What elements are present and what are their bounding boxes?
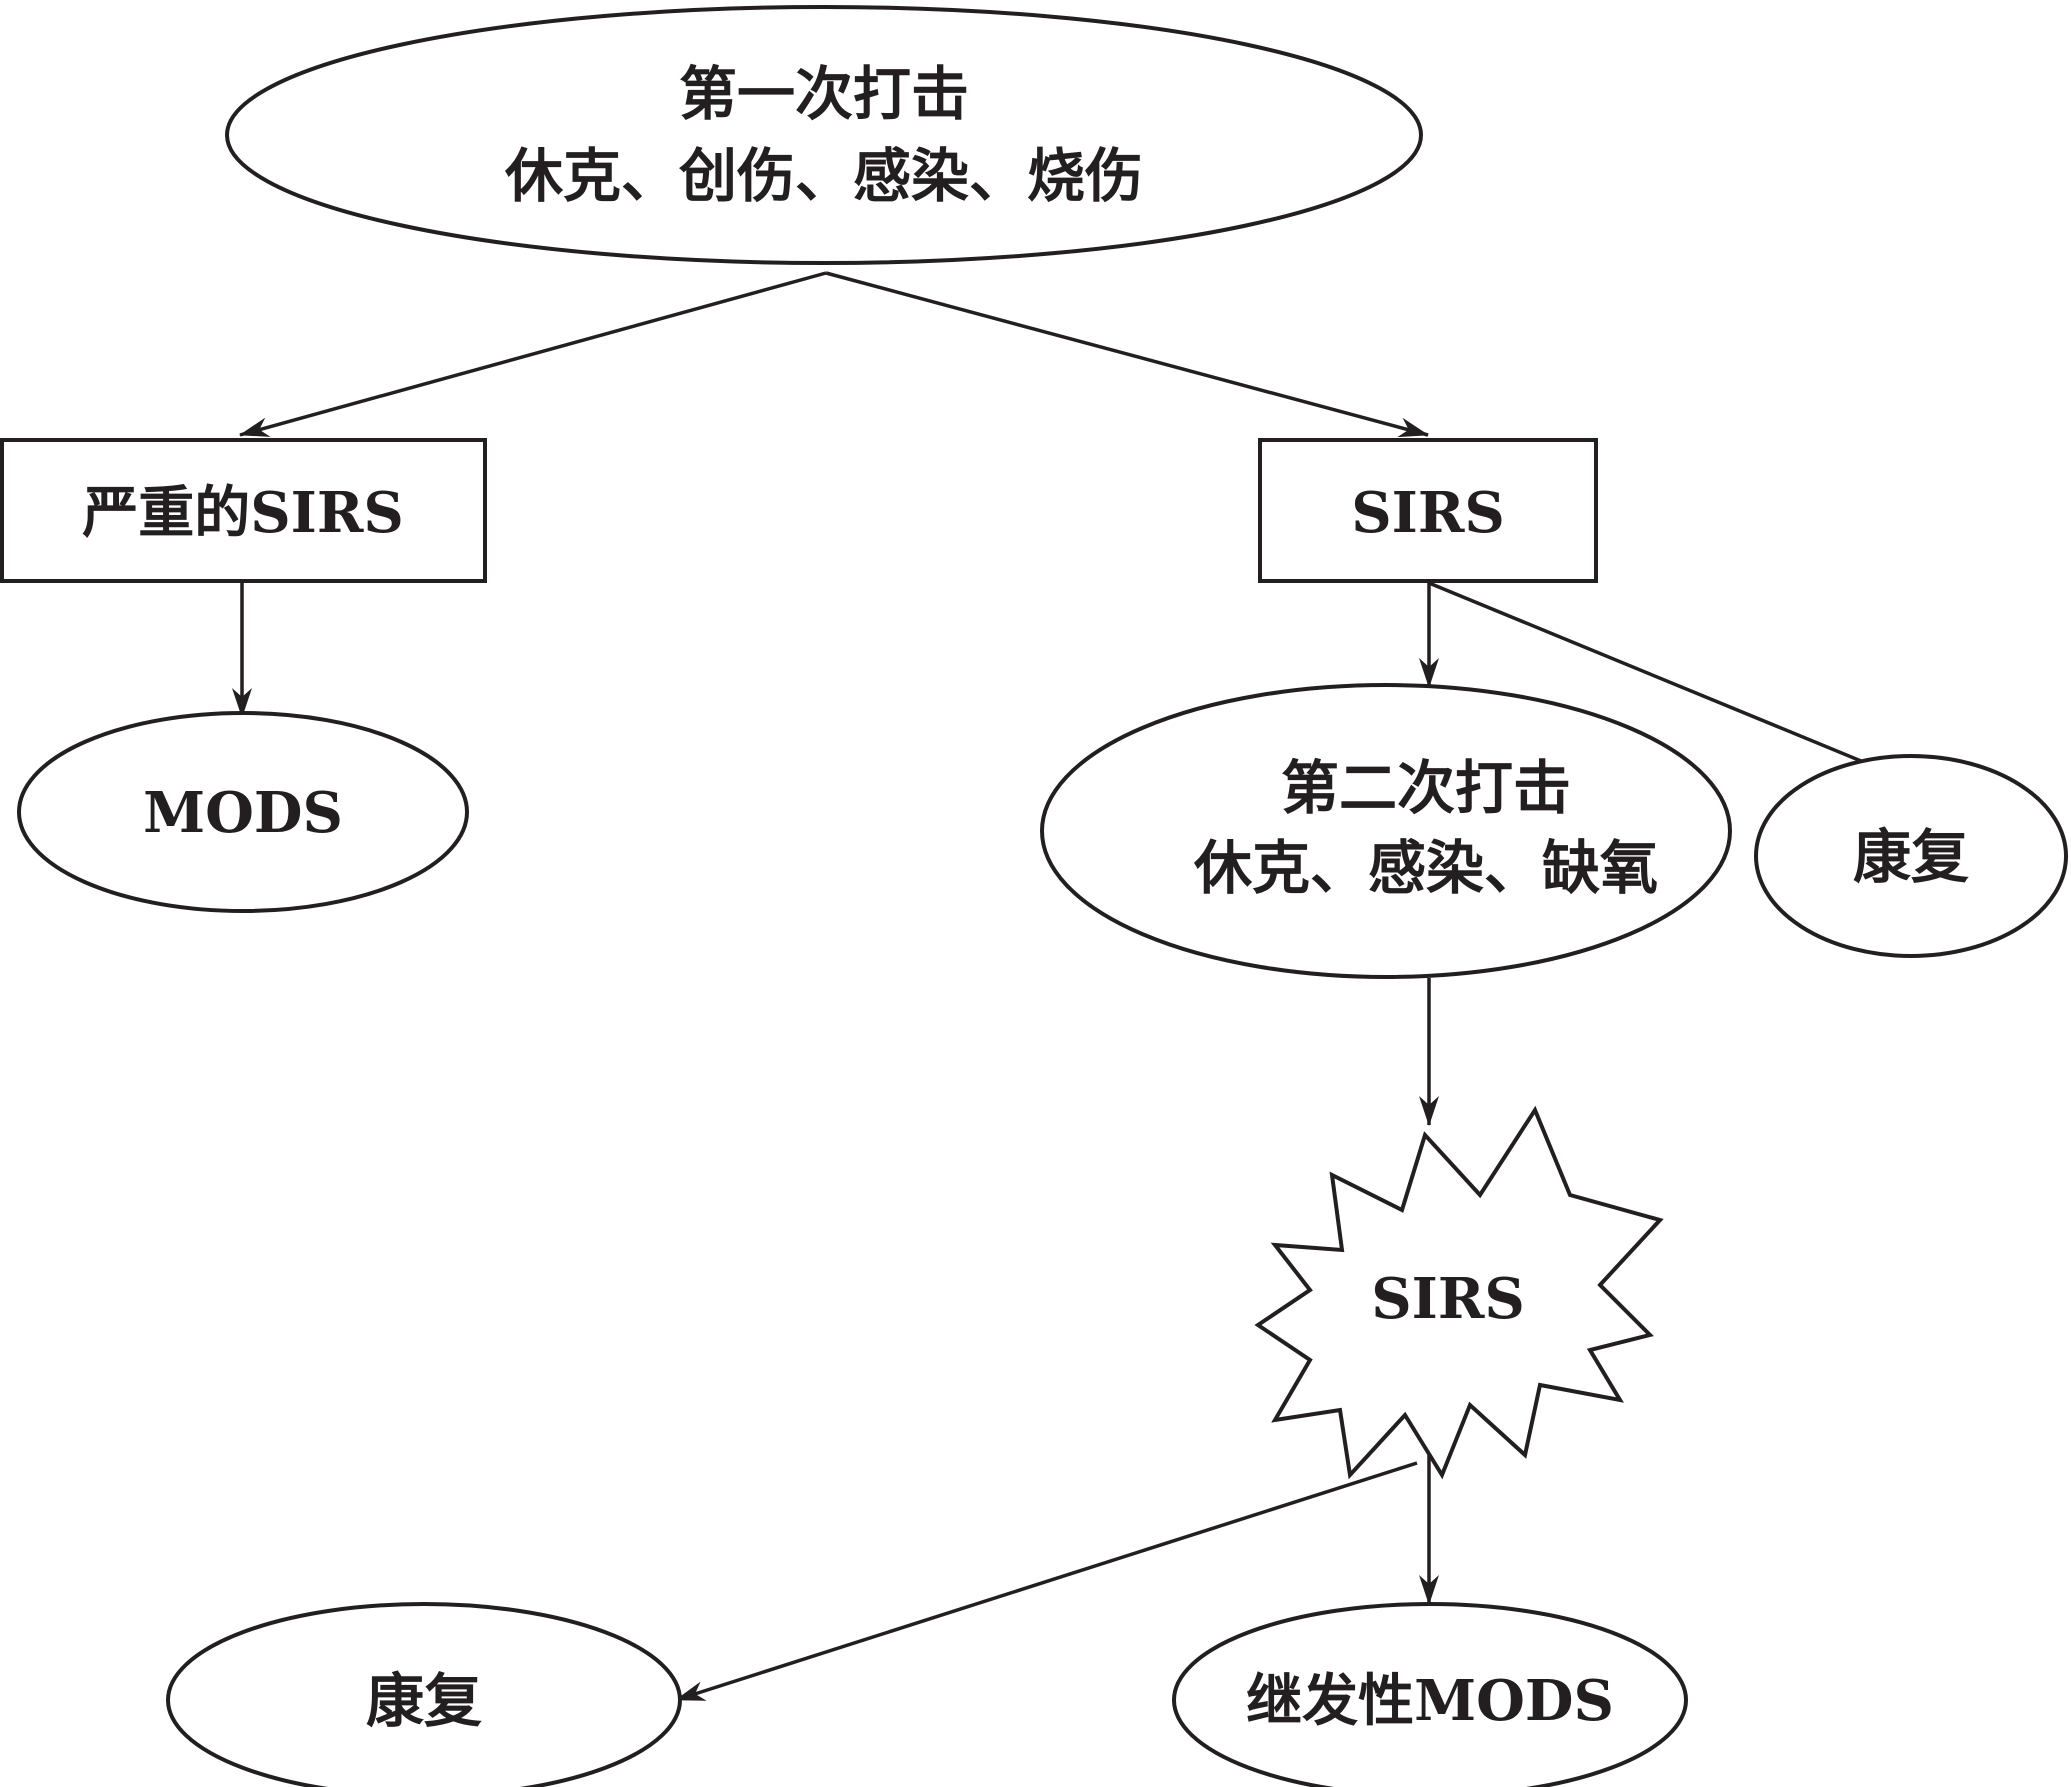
severe-sirs-node: 严重的SIRS	[0, 438, 487, 583]
recovery-bottom-label: 康复	[366, 1667, 482, 1735]
edge-sirs-burst-to-recovery-bottom	[675, 1461, 1418, 1702]
first-hit-node: 第一次打击 休克、创伤、感染、烧伤	[225, 5, 1423, 265]
recovery-right-node: 康复	[1754, 754, 2068, 958]
second-hit-node: 第二次打击 休克、感染、缺氧	[1040, 683, 1732, 979]
edge-sirs-box-to-recovery-right	[1428, 581, 1913, 784]
sirs-box-node: SIRS	[1258, 438, 1598, 583]
edge-first-hit-to-severe-sirs	[239, 271, 827, 437]
sirs-box-label: SIRS	[1351, 480, 1505, 546]
mods-label: MODS	[143, 780, 343, 846]
secondary-mods-node: 继发性MODS	[1172, 1602, 1688, 1787]
edge-first-hit-to-sirs-box	[825, 271, 1429, 438]
secondary-mods-label: 继发性MODS	[1246, 1668, 1614, 1734]
first-hit-subtitle: 休克、创伤、感染、烧伤	[504, 142, 1143, 210]
sirs-burst-label: SIRS	[1371, 1266, 1525, 1332]
recovery-right-label: 康复	[1853, 823, 1969, 891]
starburst-shape	[1254, 1105, 1664, 1480]
mods-node: MODS	[17, 711, 469, 913]
second-hit-subtitle: 休克、感染、缺氧	[1193, 834, 1658, 902]
edges	[232, 271, 1913, 1702]
first-hit-title: 第一次打击	[679, 60, 969, 128]
recovery-bottom-node: 康复	[166, 1602, 682, 1787]
second-hit-title: 第二次打击	[1281, 754, 1571, 822]
sirs-burst-node: SIRS	[1254, 1105, 1664, 1480]
severe-sirs-label: 严重的SIRS	[82, 480, 404, 546]
